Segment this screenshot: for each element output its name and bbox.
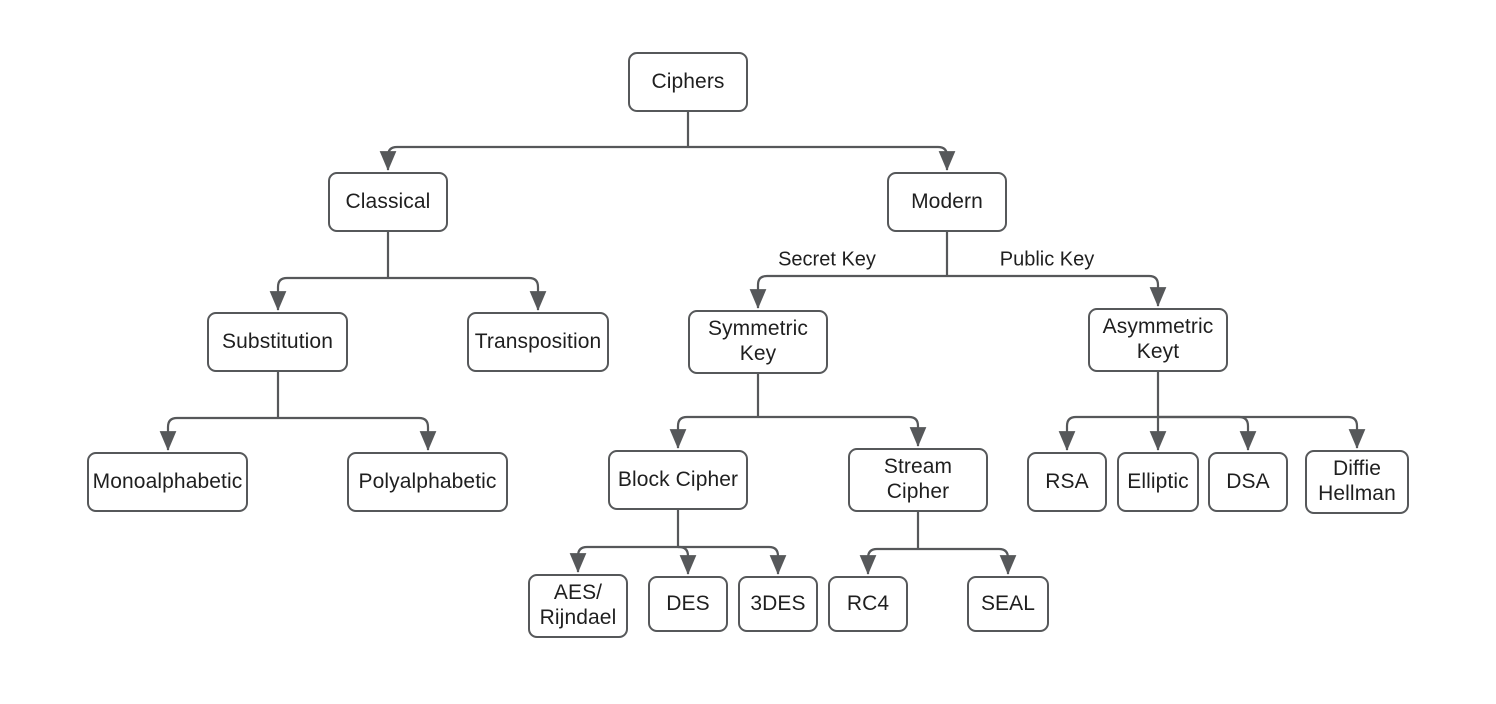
edge-symmetric-key-to-block-cipher (669, 415, 758, 449)
node-symmetric-key[interactable]: Symmetric Key (688, 310, 828, 374)
edge-asymmetric-key-to-dsa (1158, 415, 1257, 451)
node-seal[interactable]: SEAL (967, 576, 1049, 632)
edge-substitution-to-monoalphabetic (159, 416, 278, 451)
node-substitution[interactable]: Substitution (207, 312, 348, 372)
node-diffie-hellman[interactable]: Diffie Hellman (1305, 450, 1409, 514)
node-des[interactable]: DES (648, 576, 728, 632)
edge-classical-to-transposition (388, 276, 547, 311)
node-ciphers[interactable]: Ciphers (628, 52, 748, 112)
edge-ciphers-to-classical (379, 145, 688, 171)
node-stream-cipher[interactable]: Stream Cipher (848, 448, 988, 512)
edge-symmetric-key-to-stream-cipher (758, 415, 927, 447)
node-modern[interactable]: Modern (887, 172, 1007, 232)
edge-substitution-to-polyalphabetic (278, 416, 437, 451)
node-elliptic[interactable]: Elliptic (1117, 452, 1199, 512)
edge-asymmetric-key-to-rsa (1058, 415, 1158, 451)
node-dsa[interactable]: DSA (1208, 452, 1288, 512)
node-rc4[interactable]: RC4 (828, 576, 908, 632)
node-block-cipher[interactable]: Block Cipher (608, 450, 748, 510)
edge-stream-cipher-to-rc4 (859, 547, 918, 575)
edge-modern-to-symmetric-key (749, 274, 947, 309)
node-monoalphabetic[interactable]: Monoalphabetic (87, 452, 248, 512)
node-3des[interactable]: 3DES (738, 576, 818, 632)
edge-asymmetric-key-to-diffie-hellman (1158, 415, 1366, 449)
node-polyalphabetic[interactable]: Polyalphabetic (347, 452, 508, 512)
node-aes-rijndael[interactable]: AES/ Rijndael (528, 574, 628, 638)
edge-classical-to-substitution (269, 276, 388, 311)
edge-label-public-key-label: Public Key (995, 248, 1099, 272)
edge-modern-to-asymmetric-key (947, 274, 1167, 307)
edge-ciphers-to-modern (688, 145, 956, 171)
node-rsa[interactable]: RSA (1027, 452, 1107, 512)
edge-label-secret-key-label: Secret Key (774, 248, 880, 272)
node-transposition[interactable]: Transposition (467, 312, 609, 372)
edge-block-cipher-to-des (677, 545, 697, 575)
node-asymmetric-key[interactable]: Asymmetric Keyt (1088, 308, 1228, 372)
node-classical[interactable]: Classical (328, 172, 448, 232)
edge-block-cipher-to-aes-rijndael (569, 545, 678, 573)
edge-stream-cipher-to-seal (918, 547, 1017, 575)
edge-block-cipher-to-3des (678, 545, 787, 575)
